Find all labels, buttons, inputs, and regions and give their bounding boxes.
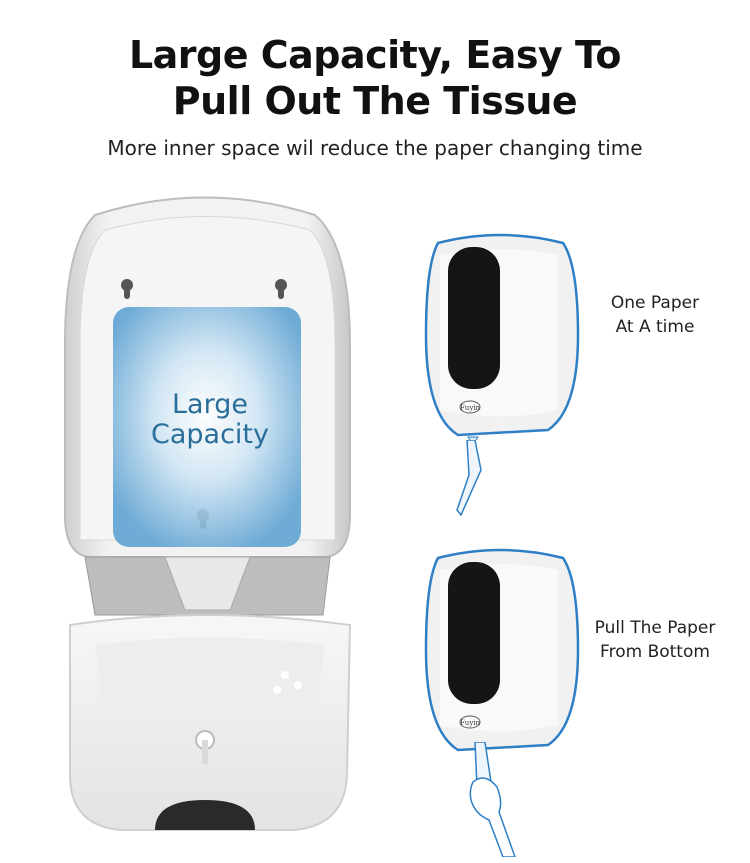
capacity-label-line-2: Capacity xyxy=(151,419,269,450)
viewing-window xyxy=(448,247,500,389)
label-one-paper: One Paper At A time xyxy=(580,291,730,339)
title-line-1: Large Capacity, Easy To xyxy=(128,33,622,77)
label-pull-paper-line-1: Pull The Paper xyxy=(594,618,716,638)
viewing-window xyxy=(448,562,500,704)
capacity-label: Large Capacity xyxy=(140,390,280,450)
capacity-label-line-1: Large xyxy=(172,389,248,420)
title-line-2: Pull Out The Tissue xyxy=(172,79,578,123)
dispenser-pull-paper-image: Fuyin xyxy=(424,548,580,752)
tissue-icon xyxy=(456,440,482,517)
brand-logo: Fuyin xyxy=(460,404,481,412)
label-pull-paper-line-2: From Bottom xyxy=(600,642,710,662)
brand-logo: Fuyin xyxy=(460,719,481,727)
page-subtitle: More inner space wil reduce the paper ch… xyxy=(107,136,643,160)
label-one-paper-line-1: One Paper xyxy=(610,293,700,313)
hand-pulling-icon xyxy=(469,742,516,857)
label-pull-paper: Pull The Paper From Bottom xyxy=(580,616,730,664)
page-title: Large Capacity, Easy To Pull Out The Tis… xyxy=(0,32,750,124)
open-dispenser-image xyxy=(64,196,352,831)
label-one-paper-line-2: At A time xyxy=(615,317,695,337)
dispenser-one-paper-image: Fuyin xyxy=(424,233,580,440)
capacity-highlight xyxy=(113,307,301,547)
